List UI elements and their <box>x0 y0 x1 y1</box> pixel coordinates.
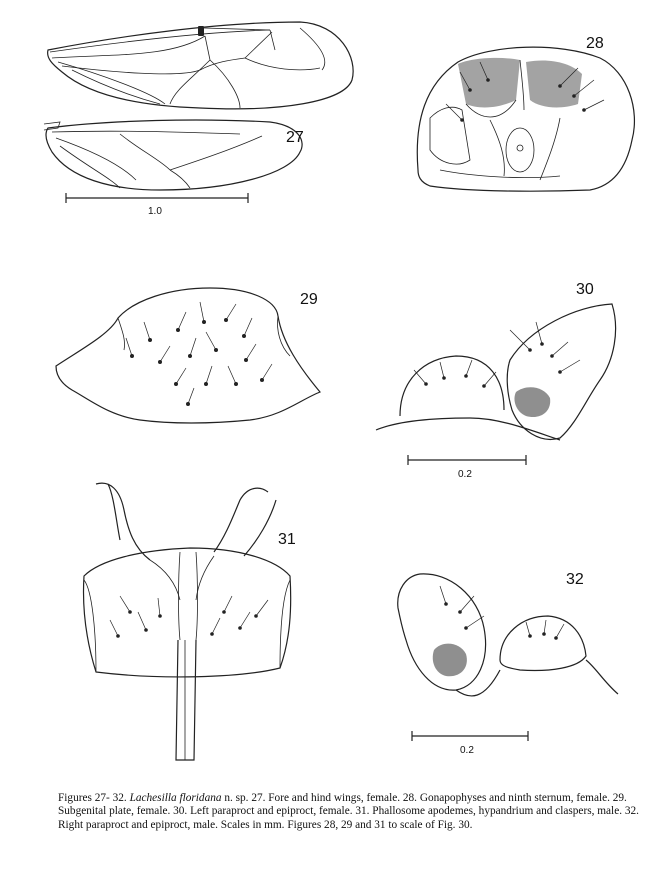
setae <box>125 301 273 406</box>
scale-bar-wings-label: 1.0 <box>148 206 162 217</box>
figure-32-paraproct-epiproct: 32 0.2 <box>397 571 619 756</box>
figure-caption: Figures 27- 32. Lachesilla floridana n. … <box>58 792 646 832</box>
scale-bar-fig30-label: 0.2 <box>458 469 472 480</box>
figure-label-27: 27 <box>286 129 304 146</box>
figure-31-phallosome-hypandrium: 31 <box>82 482 296 761</box>
figure-28-gonapophyses: 28 <box>416 35 636 192</box>
figure-label-32: 32 <box>566 571 584 588</box>
figure-27-wings: 1.0 27 <box>43 21 354 217</box>
figure-label-28: 28 <box>586 35 604 52</box>
caption-text: n. sp. 27. Fore and hind wings, female. … <box>58 792 639 831</box>
figure-plate: 1.0 27 28 <box>43 21 636 761</box>
figure-29-subgenital-plate: 29 <box>55 287 321 424</box>
figure-label-31: 31 <box>278 531 296 548</box>
figure-30-paraproct-epiproct: 30 0.2 <box>375 281 617 480</box>
caption-species: Lachesilla floridana <box>129 792 222 804</box>
figure-label-29: 29 <box>300 291 318 308</box>
figure-label-30: 30 <box>576 281 594 298</box>
scale-bar-fig32-label: 0.2 <box>460 745 474 756</box>
caption-prefix: Figures 27- 32. <box>58 792 127 804</box>
